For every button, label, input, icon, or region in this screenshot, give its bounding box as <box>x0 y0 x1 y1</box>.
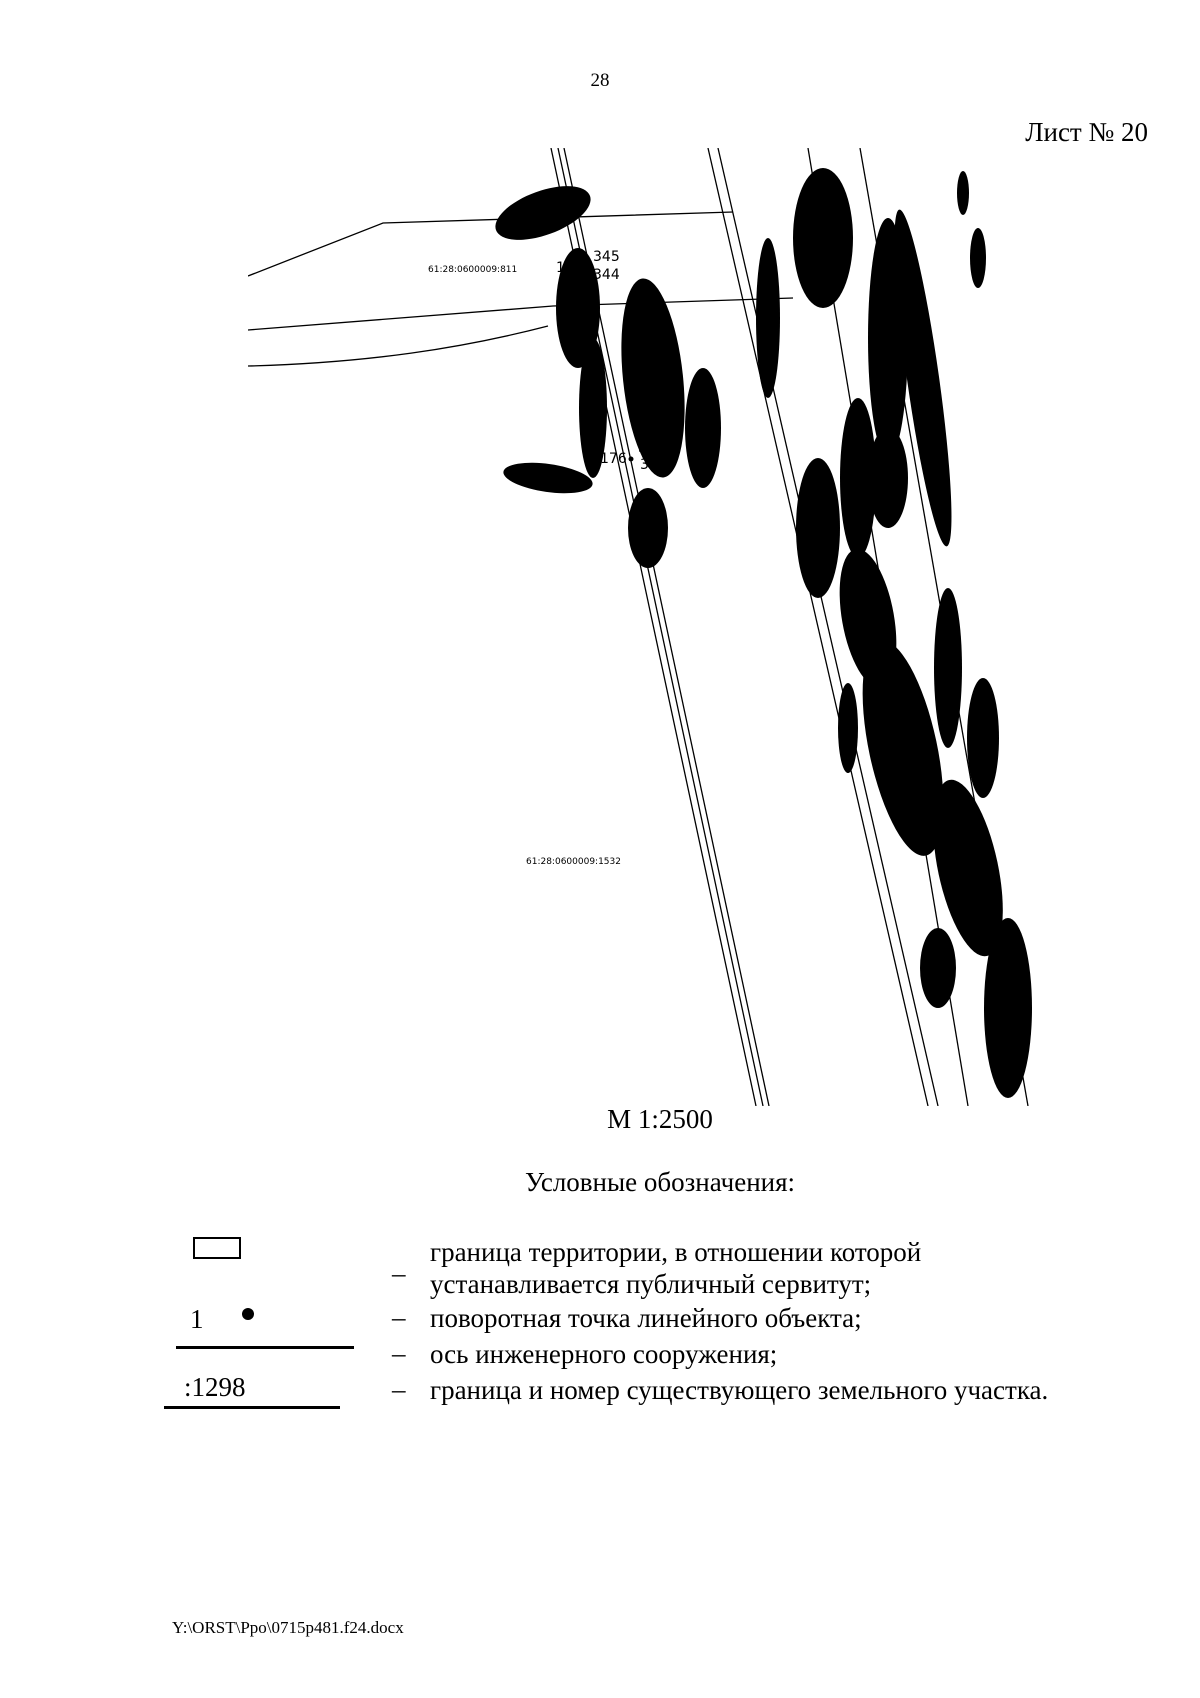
turning-points: 345 344 177 346 347 176 <box>556 249 667 473</box>
legend-symbol-boundary <box>193 1237 241 1259</box>
legend-symbol-point: 1 <box>190 1304 204 1335</box>
point-label-176: 176 <box>600 451 627 467</box>
point-label-345: 345 <box>593 249 620 265</box>
point-label-347: 347 <box>640 457 667 473</box>
point-label-344: 344 <box>593 267 620 283</box>
parcel-label-811: 61:28:0600009:811 <box>428 265 517 275</box>
legend-dash: – <box>392 1258 406 1288</box>
legend-text: граница территории, в отношении которой … <box>430 1236 921 1300</box>
sheet-label: Лист № 20 <box>1025 117 1148 147</box>
cadastral-map: 61:28:0600009:811 61:28:0600009:1532 345… <box>248 148 1032 1106</box>
legend-dash: – <box>392 1374 406 1404</box>
legend-dash: – <box>392 1302 406 1332</box>
point-label-346: 346 <box>638 440 665 456</box>
legend-dash: – <box>392 1338 406 1368</box>
legend-text-line: устанавливается публичный сервитут; <box>430 1269 872 1299</box>
map-lines <box>248 148 1029 1106</box>
legend-text: поворотная точка линейного объекта; <box>430 1303 862 1333</box>
legend-symbol-axis-line <box>176 1346 354 1349</box>
point-marker-icon <box>242 1308 254 1320</box>
legend-point-number: 1 <box>190 1304 204 1334</box>
legend-parcel-number: :1298 <box>184 1372 246 1402</box>
legend-text: ось инженерного сооружения; <box>430 1339 778 1369</box>
turning-point-marker <box>584 266 590 272</box>
footer-file-path: Y:\ORST\Ppo\0715p481.f24.docx <box>172 1618 404 1637</box>
map-scale: М 1:2500 <box>607 1104 713 1134</box>
legend-text: граница и номер существующего земельного… <box>430 1375 1049 1405</box>
legend-title: Условные обозначения: <box>524 1167 796 1197</box>
parcel-label-1532: 61:28:0600009:1532 <box>526 857 621 867</box>
map-texture <box>495 168 1032 1098</box>
page-number: 28 <box>590 70 610 91</box>
point-label-177: 177 <box>556 260 583 276</box>
legend-symbol-parcel-line <box>164 1406 340 1409</box>
turning-point-marker <box>628 456 634 462</box>
legend-text-line: граница территории, в отношении которой <box>430 1237 922 1267</box>
